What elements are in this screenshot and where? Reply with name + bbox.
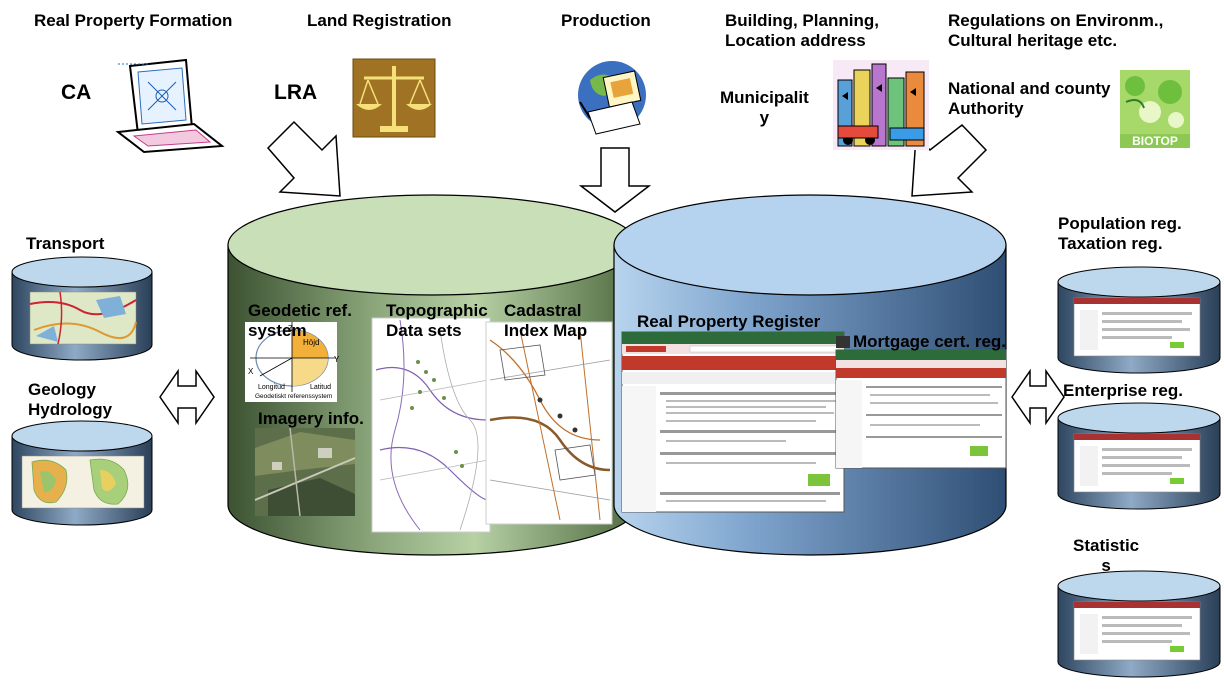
enterprise-cylinder [1057, 402, 1221, 510]
label-ca: CA [61, 81, 92, 104]
biotop-sign-text: BIOTOP [1132, 134, 1178, 148]
geology-cylinder [11, 420, 153, 526]
label-transport: Transport [26, 234, 105, 253]
label-cadastral-index-map: Cadastral Index Map [504, 301, 588, 340]
cadastral-index-map [485, 321, 613, 525]
geodetic-caption: Geodetiskt referenssystem [255, 393, 332, 400]
print-icon [836, 336, 850, 348]
topographic-map [371, 317, 491, 533]
header-real-property-formation: Real Property Formation [34, 11, 233, 30]
statistics-cylinder [1057, 570, 1221, 678]
arrow-from-production [578, 147, 652, 213]
label-national-county-authority: National and county Authority [948, 79, 1111, 118]
aerial-imagery [254, 427, 356, 517]
geodetic-longitud-label: Longitud [258, 384, 285, 391]
geodetic-ellipsoid-figure: Z Höjd X Y Longitud Latitud Geodetiskt r… [245, 322, 340, 402]
right-double-arrow [1011, 368, 1065, 426]
geodetic-x-axis: X [248, 367, 254, 376]
arrow-from-lra [266, 120, 341, 197]
label-municipality: Municipalit y [720, 88, 809, 127]
header-land-registration: Land Registration [307, 11, 452, 30]
header-building-planning: Building, Planning, Location address [725, 11, 879, 50]
label-lra: LRA [274, 81, 318, 104]
city-buildings-icon [833, 60, 929, 150]
geodetic-z-axis: Z [288, 324, 293, 333]
left-double-arrow [159, 368, 215, 426]
label-topographic-data-sets: Topographic Data sets [386, 301, 488, 340]
label-statistics: Statistic s [1073, 536, 1140, 575]
label-mortgage-cert-reg: Mortgage cert. reg. [853, 332, 1007, 351]
transport-cylinder [11, 256, 153, 361]
label-population-taxation: Population reg. Taxation reg. [1058, 214, 1182, 253]
label-real-property-register: Real Property Register [637, 312, 821, 331]
geodetic-y-axis: Y [334, 355, 340, 364]
mortgage-register-screenshot [835, 336, 1007, 469]
header-regulations: Regulations on Environm., Cultural herit… [948, 11, 1164, 50]
label-enterprise-reg: Enterprise reg. [1063, 381, 1183, 400]
label-geodetic-ref-system: Geodetic ref. system [248, 301, 352, 340]
biotop-icon: BIOTOP [1120, 70, 1190, 148]
label-imagery-info: Imagery info. [258, 409, 364, 428]
globe-documents-icon [578, 61, 646, 135]
laptop-icon [115, 58, 225, 154]
population-cylinder [1057, 266, 1221, 374]
scales-of-justice-icon [352, 58, 436, 138]
label-geology-hydrology: Geology Hydrology [28, 380, 113, 419]
geodetic-latitud-label: Latitud [310, 384, 331, 391]
real-property-register-screenshot [621, 331, 845, 513]
header-production: Production [561, 11, 651, 30]
geodetic-hojd-label: Höjd [303, 338, 319, 347]
